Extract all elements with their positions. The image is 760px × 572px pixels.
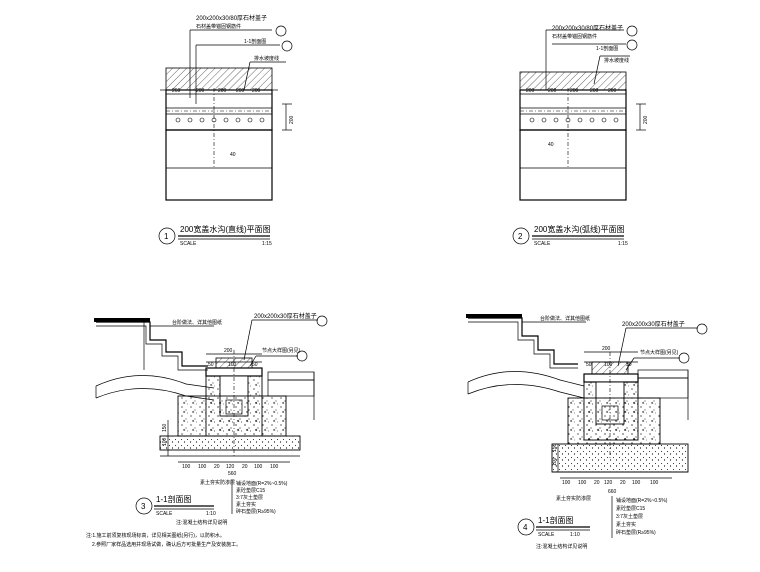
sec3-title: 1-1剖面图 [156,494,192,504]
plan2-callout-section: 1-1剖面图 [596,45,618,52]
plan2-callout-detail: 排水坡度线 [604,57,629,64]
plan-title-1: 1 200宽盖水沟(直线)平面图 SCALE 1:15 [158,224,272,247]
sec4-layer-label: 素土夯实防渗层 [556,495,591,502]
sec3-note: 注:1.施工前须复核现场标高，详见相关图纸(另行)，以防积水。 [86,532,225,539]
plan2-scale-label: SCALE [534,241,551,247]
plan-drawing-2: 200x200x30/80厚石材盖子 石材盖带锚固钢筋件 1-1剖面图 排水坡度… [519,24,649,201]
sec4-title: 1-1剖面图 [538,515,574,525]
plan2-dim: 200 [590,88,599,94]
sec4-dim-bottom: 100 [562,480,571,486]
sec4-scale-value: 1:10 [570,532,580,538]
sec4-scale-label: SCALE [538,532,555,538]
sec3-dim-bottom: 100 [198,464,207,470]
sec3-dim-top: 100 [228,362,237,368]
sec3-dim-top: 50 [252,362,258,368]
section-drawing-3: 200x200x30厚石材盖子 节点大样图(另见) 台阶做法、详其他图纸 200… [94,312,328,515]
sec3-footnote: 注:混凝土结构详见说明 [176,519,227,526]
plan2-scale-value: 1:15 [618,241,628,247]
plan1-callout-section: 1-1剖面图 [244,38,266,45]
sec4-dim-side: 150 [552,443,558,452]
sec3-dim-top: 200 [224,348,233,354]
sec4-legend-item: 铺设地面(R=2%~0.5%) [616,497,668,504]
section-drawing-4: 200x200x30厚石材盖子 节点大样图(另见) 台阶做法、详其他图纸 200… [466,314,708,538]
plan2-callout-gap: 石材盖带锚固钢筋件 [552,33,597,40]
sec3-number: 3 [141,502,146,511]
sec3-legend-item: 素砼垫层C15 [236,487,265,494]
sec3-layer-label: 素土夯实防渗层 [200,479,235,486]
plan2-number: 2 [518,232,523,241]
sec4-legend-item: 3:7灰土垫层 [616,513,643,520]
sec4-dim-bottom: 100 [632,480,641,486]
sec3-dim-bottom: 100 [182,464,191,470]
section-title-3: 3 1-1剖面图 SCALE 1:10 注:混凝土结构详见说明 注:1.施工前须… [86,494,241,548]
plan2-dim: 200 [526,88,535,94]
sec3-dim-bottom: 100 [270,464,279,470]
sec4-footnote: 注:混凝土结构详见说明 [536,543,587,550]
plan2-dim: 200 [570,88,579,94]
sec4-callout-cover: 200x200x30厚石材盖子 [622,320,685,328]
sec3-scale-value: 1:10 [206,511,216,517]
sec3-note-top: 台阶做法、详其他图纸 [172,319,222,326]
plan2-dim: 200 [608,88,617,94]
svg-text:40: 40 [548,142,554,148]
sec3-legend-item: 碎石垫层(R≥95%) [236,508,276,515]
plan2-title: 200宽盖水沟(弧线)平面图 [534,224,625,234]
section-title-4: 4 1-1剖面图 SCALE 1:10 注:混凝土结构详见说明 [517,515,590,550]
sec3-dim-top: 50 [208,362,214,368]
sec4-dim-bottom: 20 [620,480,626,486]
sec3-legend-item: 铺设地面(R=2%~0.5%) [236,480,288,487]
sec4-legend-item: 素砼垫层C15 [616,505,645,512]
sec4-note-top: 台阶做法、详其他图纸 [540,315,590,322]
plan2-dim: 200 [548,88,557,94]
sec3-legend-item: 3:7灰土垫层 [236,494,263,501]
plan-drawing-1: 200x200x30/80厚石材盖子 石材盖带锚固钢筋件 1-1剖面图 排水坡度… [160,14,295,201]
svg-text:40: 40 [230,152,236,158]
plan1-scale-value: 1:15 [262,241,272,247]
sec3-dim-bottom: 120 [226,464,235,470]
sec4-dim-top: 50 [626,362,632,368]
sec4-dim-bottom: 20 [594,480,600,486]
sec4-dim-bottom: 100 [650,480,659,486]
sec4-dim-top: 100 [604,362,613,368]
sec3-dim-side: 100 [162,437,168,446]
sec4-legend-item: 素土夯实 [616,521,636,528]
plan1-dim: 200 [218,88,227,94]
sec3-scale-label: SCALE [156,511,173,517]
sec3-legend-item: 素土夯实 [236,501,256,508]
sec4-dim-total: 660 [608,489,617,495]
plan1-callout-cover: 200x200x30/80厚石材盖子 [196,14,267,22]
sec3-dim-bottom: 20 [214,464,220,470]
sec3-callout-pipe: 节点大样图(另见) [262,347,301,354]
plan-title-2: 2 200宽盖水沟(弧线)平面图 SCALE 1:15 [512,224,628,247]
plan1-title: 200宽盖水沟(直线)平面图 [180,224,271,234]
sec4-number: 4 [523,523,528,532]
plan1-number: 1 [164,232,169,241]
plan1-dim: 200 [236,88,245,94]
plan2-callout-cover: 200x200x30/80厚石材盖子 [552,24,623,32]
plan1-dim: 260 [172,88,181,94]
sec4-dim-top: 200 [602,346,611,352]
plan1-dim: 200 [196,88,205,94]
plan2-dim-side: 200 [643,115,649,124]
sec4-dim-bottom: 120 [604,480,613,486]
sec4-legend-item: 碎石垫层(R≥95%) [616,529,656,536]
plan1-callout-detail: 排水坡度线 [254,55,279,62]
sec3-callout-cover: 200x200x30厚石材盖子 [254,312,317,320]
sec4-dim-side: 100 [552,457,558,466]
sec4-dim-bottom: 100 [578,480,587,486]
sec3-note: 2.参照厂家样品选用并现场试做，确认后方可批量生产及安装施工。 [92,541,241,548]
sec3-dim-side: 150 [162,423,168,432]
sec3-dim-bottom: 20 [242,464,248,470]
sec4-callout-pipe: 节点大样图(另见) [640,349,679,356]
plan1-dim-side: 200 [289,115,295,124]
sec4-dim-top: 50 [586,362,592,368]
plan1-scale-label: SCALE [180,241,197,247]
plan1-callout-gap: 石材盖带锚固钢筋件 [196,23,241,30]
plan1-dim: 200 [252,88,261,94]
sec3-dim-bottom: 100 [254,464,263,470]
sec3-dim-total: 560 [228,471,237,477]
